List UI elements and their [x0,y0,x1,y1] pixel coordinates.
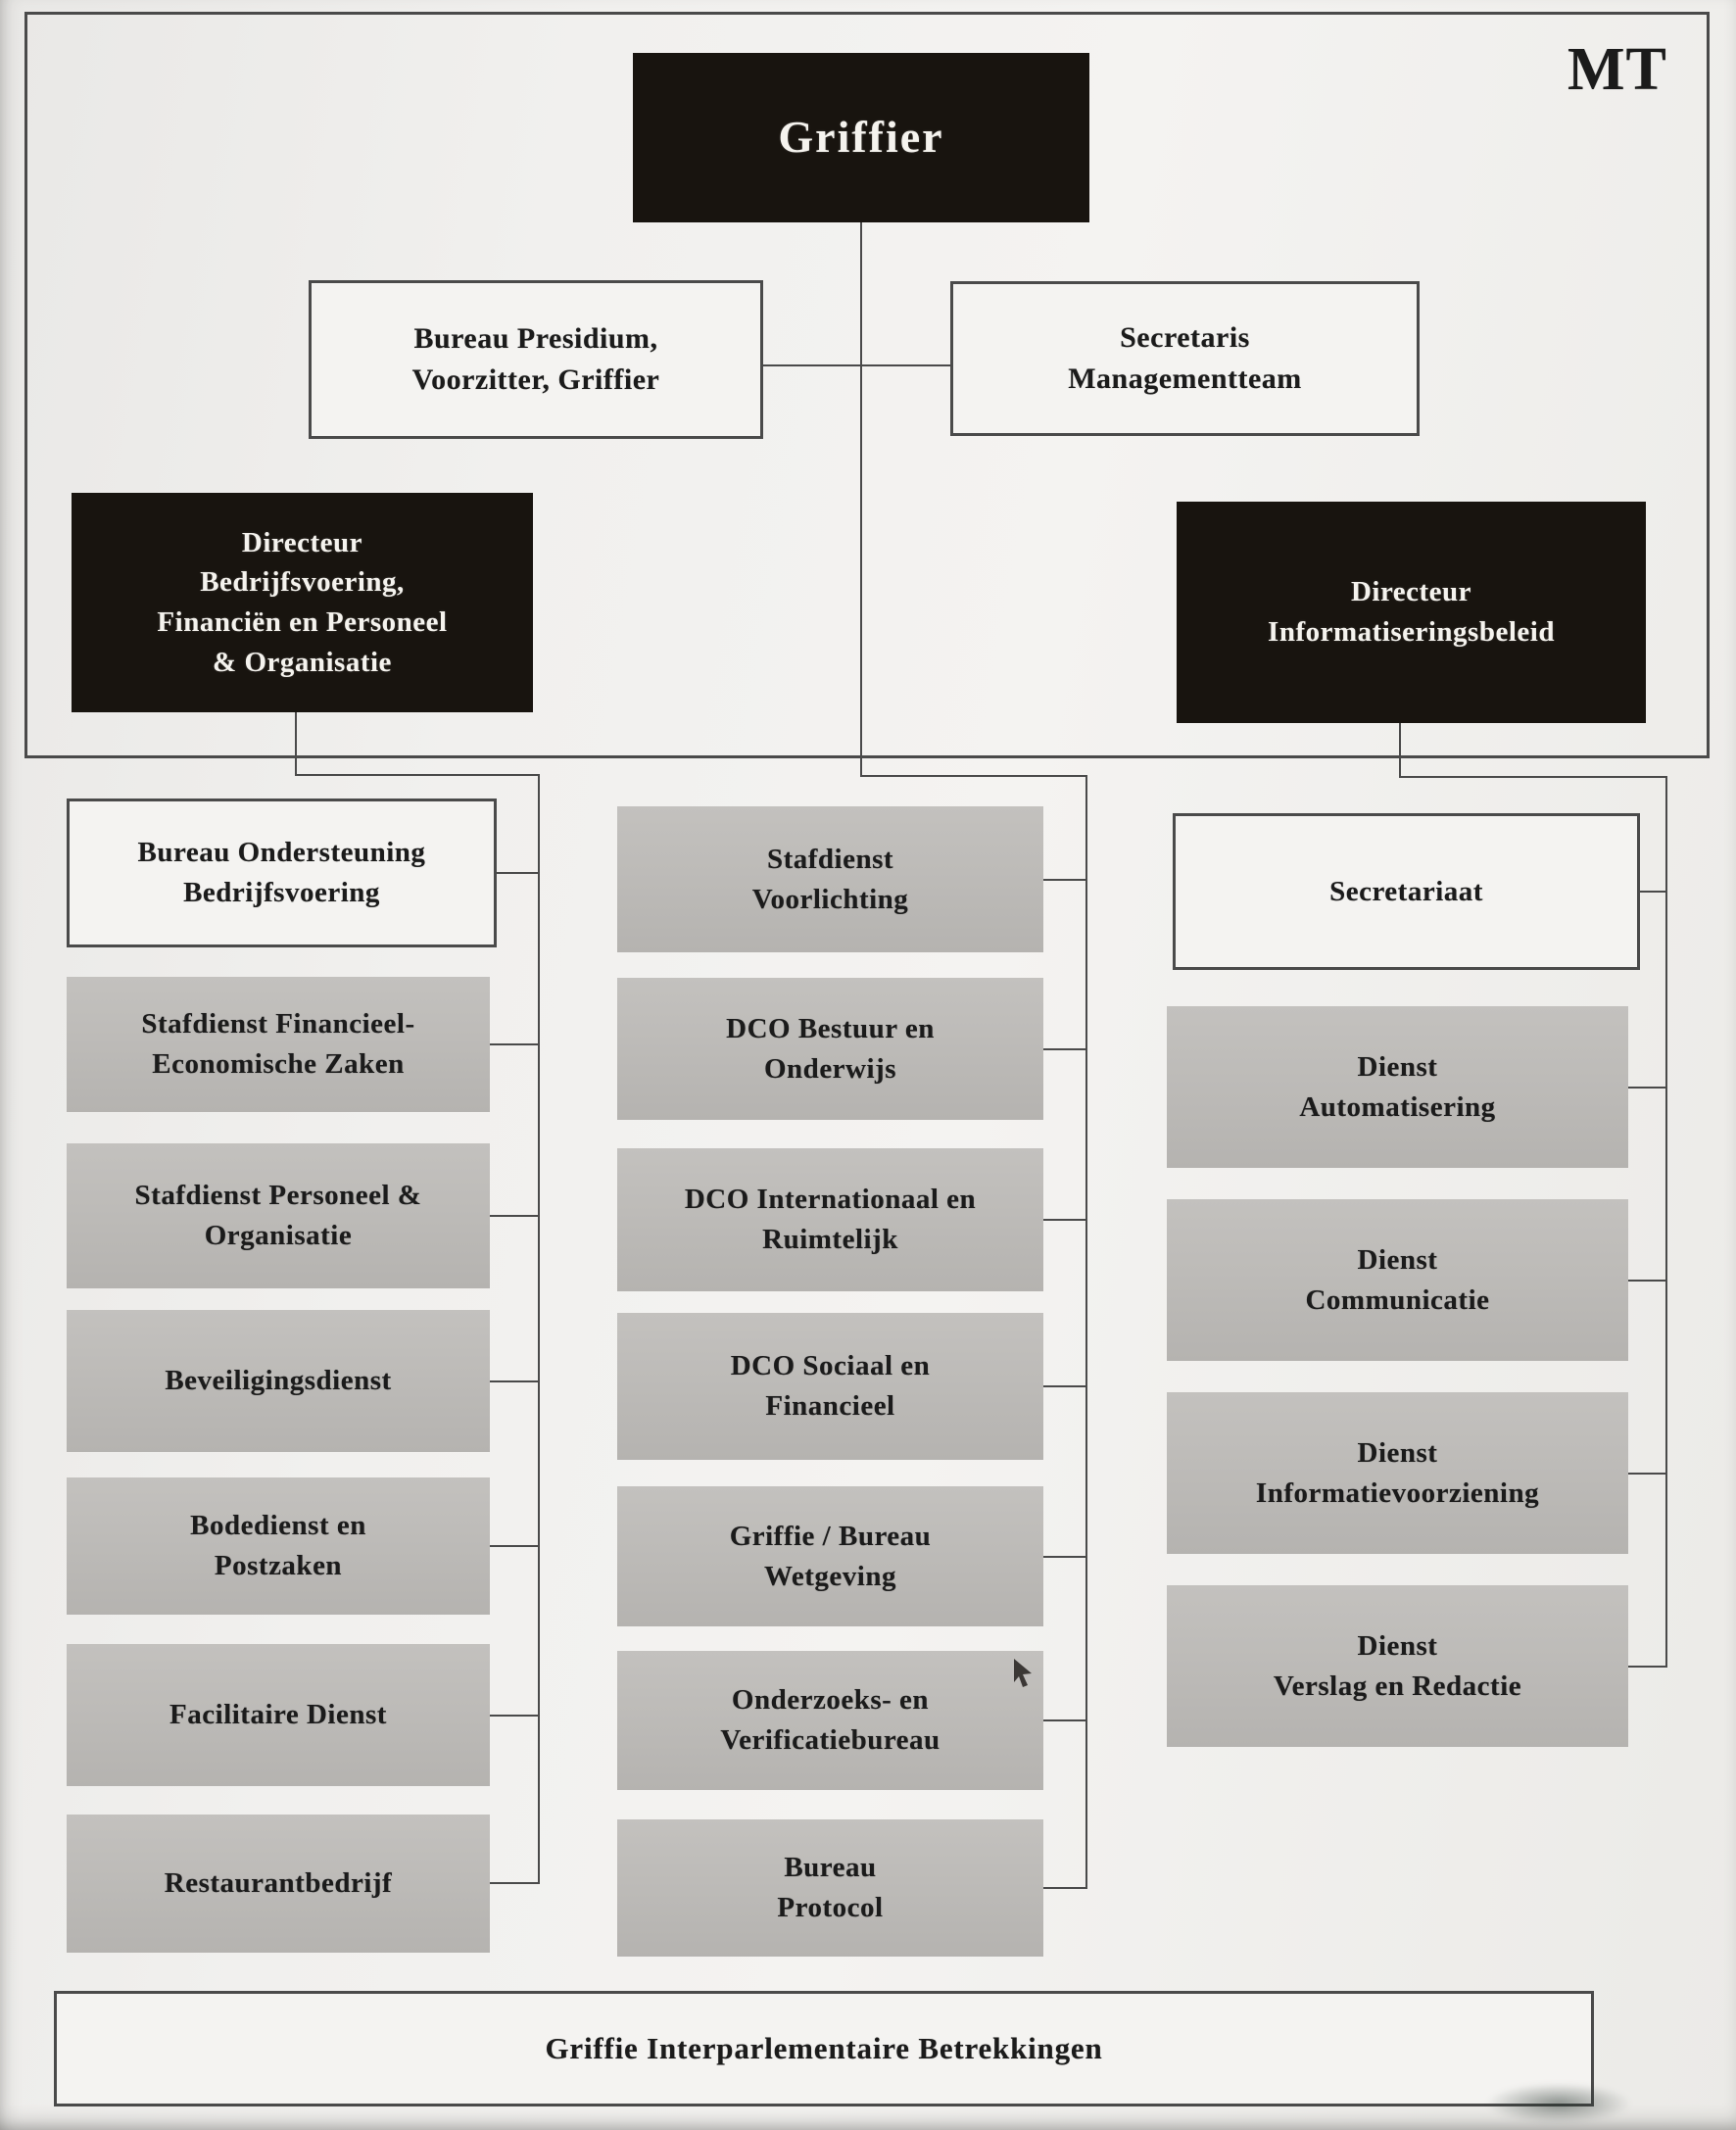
node-bodedienst-postzaken: Bodedienst en Postzaken [67,1477,490,1615]
connector-presidium-horizontal [763,364,950,366]
node-bureau-protocol: Bureau Protocol [617,1819,1043,1957]
node-stafdienst-fez: Stafdienst Financieel- Economische Zaken [67,977,490,1112]
node-secretaris-managementteam: Secretaris Managementteam [950,281,1420,436]
connector-stub [1628,1473,1667,1475]
connector-stub [1628,1087,1667,1089]
connector-middle-horizontal [860,775,1087,777]
mt-frame [24,12,1710,758]
node-griffie-interparlementaire-betrekkingen: Griffie Interparlementaire Betrekkingen [54,1991,1594,2106]
node-bureau-ondersteuning: Bureau Ondersteuning Bedrijfsvoering [67,799,497,947]
node-directeur-informatiseringsbeleid: Directeur Informatiseringsbeleid [1177,502,1646,723]
node-griffier: Griffier [633,53,1089,222]
connector-central-vertical [860,222,862,777]
connector-left-vertical [538,774,540,1884]
connector-stub [1043,1719,1087,1721]
connector-dir-left-stub [295,712,297,776]
mt-label: MT [1567,36,1667,103]
node-dienst-verslag-redactie: Dienst Verslag en Redactie [1167,1585,1628,1747]
photo-smudge [1485,2083,1632,2124]
node-dco-internationaal-ruimtelijk: DCO Internationaal en Ruimtelijk [617,1148,1043,1291]
connector-stub [490,1545,540,1547]
connector-right-horizontal [1399,776,1667,778]
node-facilitaire-dienst: Facilitaire Dienst [67,1644,490,1786]
connector-middle-vertical [1085,775,1087,1889]
connector-stub [490,872,540,874]
connector-stub [490,1715,540,1717]
node-dienst-informatievoorziening: Dienst Informatievoorziening [1167,1392,1628,1554]
connector-stub [1640,891,1667,893]
connector-stub [490,1043,540,1045]
node-stafdienst-peno: Stafdienst Personeel & Organisatie [67,1143,490,1288]
connector-stub [490,1380,540,1382]
node-dienst-communicatie: Dienst Communicatie [1167,1199,1628,1361]
mouse-cursor-icon [1014,1659,1032,1687]
connector-stub [1043,879,1087,881]
connector-stub [1043,1219,1087,1221]
connector-right-vertical [1665,776,1667,1668]
node-beveiligingsdienst: Beveiligingsdienst [67,1310,490,1452]
node-dco-sociaal-financieel: DCO Sociaal en Financieel [617,1313,1043,1460]
node-restaurantbedrijf: Restaurantbedrijf [67,1815,490,1953]
node-directeur-bedrijfsvoering: Directeur Bedrijfsvoering, Financiën en … [72,493,533,712]
connector-stub [1043,1385,1087,1387]
node-dco-bestuur-onderwijs: DCO Bestuur en Onderwijs [617,978,1043,1120]
connector-dir-right-stub [1399,723,1401,778]
connector-stub [1043,1048,1087,1050]
node-bureau-presidium: Bureau Presidium, Voorzitter, Griffier [309,280,763,439]
connector-stub [490,1215,540,1217]
connector-left-horizontal [295,774,540,776]
node-griffie-bureau-wetgeving: Griffie / Bureau Wetgeving [617,1486,1043,1626]
node-dienst-automatisering: Dienst Automatisering [1167,1006,1628,1168]
connector-stub [1043,1887,1087,1889]
connector-stub [1043,1556,1087,1558]
connector-stub [490,1882,540,1884]
node-stafdienst-voorlichting: Stafdienst Voorlichting [617,806,1043,952]
node-onderzoeks-verificatiebureau: Onderzoeks- en Verificatiebureau [617,1651,1043,1790]
node-secretariaat: Secretariaat [1173,813,1640,970]
connector-stub [1628,1280,1667,1282]
connector-stub [1628,1666,1667,1668]
